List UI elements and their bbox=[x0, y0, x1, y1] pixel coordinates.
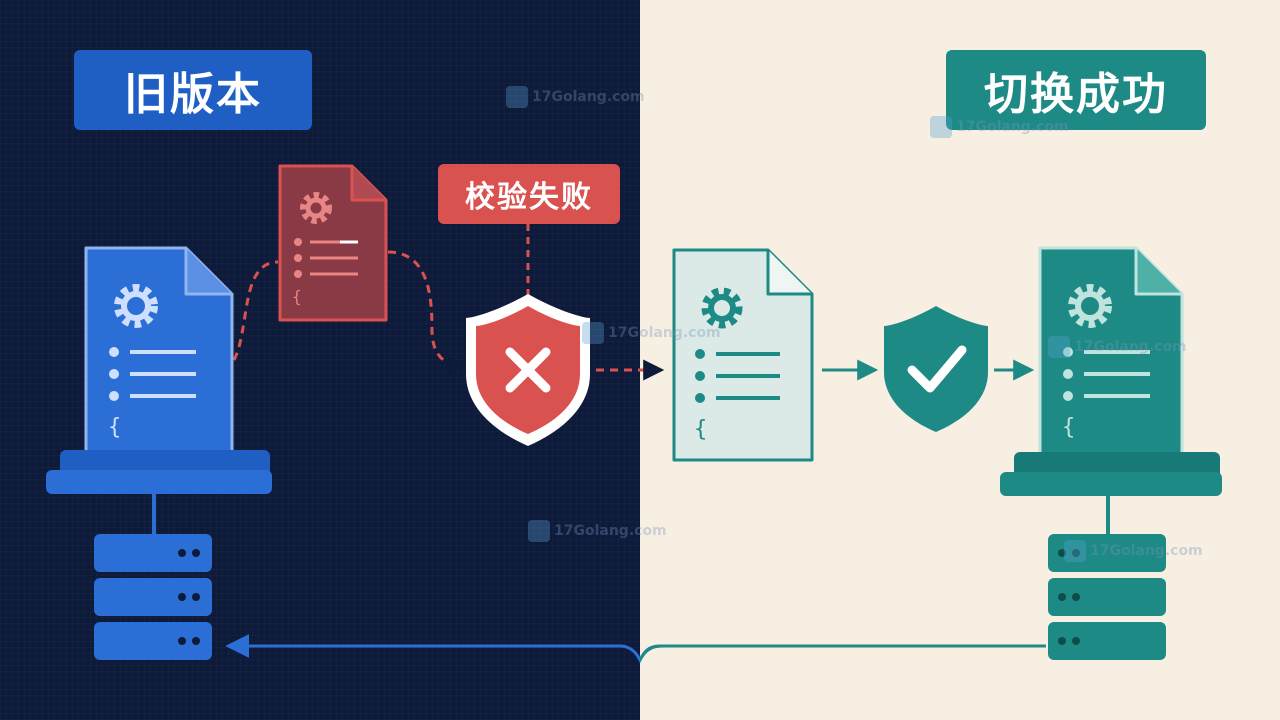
new-config-file-icon: { bbox=[672, 248, 814, 462]
watermark-logo-icon bbox=[506, 86, 528, 108]
watermark: 17Golang.com bbox=[1048, 336, 1187, 358]
gear-icon bbox=[1068, 284, 1112, 328]
success-shield-icon bbox=[884, 306, 988, 432]
watermark-logo-icon bbox=[930, 116, 952, 138]
watermark: 17Golang.com bbox=[528, 520, 667, 542]
gear-icon bbox=[701, 287, 743, 329]
watermark-text: 17Golang.com bbox=[956, 119, 1069, 135]
validation-failed-label: 校验失败 bbox=[438, 164, 620, 224]
failed-config-file-icon: { bbox=[278, 164, 388, 322]
watermark-logo-icon bbox=[1048, 336, 1070, 358]
watermark-logo-icon bbox=[1064, 540, 1086, 562]
gear-icon bbox=[300, 192, 332, 224]
svg-text:{: { bbox=[1062, 415, 1075, 440]
watermark-text: 17Golang.com bbox=[554, 523, 667, 539]
watermark-text: 17Golang.com bbox=[608, 325, 721, 341]
watermark: 17Golang.com bbox=[1064, 540, 1203, 562]
fail-shield-icon bbox=[466, 294, 590, 446]
watermark-text: 17Golang.com bbox=[532, 89, 645, 105]
watermark-logo-icon bbox=[528, 520, 550, 542]
svg-text:{: { bbox=[292, 287, 302, 306]
watermark: 17Golang.com bbox=[930, 116, 1069, 138]
watermark: 17Golang.com bbox=[506, 86, 645, 108]
gear-icon bbox=[114, 284, 158, 328]
watermark: 17Golang.com bbox=[582, 322, 721, 344]
rollback-arrow-teal-segment bbox=[638, 644, 1046, 661]
svg-text:{: { bbox=[108, 415, 121, 440]
watermark-text: 17Golang.com bbox=[1090, 543, 1203, 559]
deployed-config-file-icon: { bbox=[1038, 246, 1184, 462]
switch-success-label: 切换成功 bbox=[946, 50, 1206, 130]
new-server-stack-icon bbox=[1048, 534, 1166, 660]
old-server-stack-icon bbox=[94, 534, 212, 660]
rollback-arrow bbox=[225, 634, 1046, 664]
old-version-label: 旧版本 bbox=[74, 50, 312, 130]
dashed-connector-old-to-failed bbox=[232, 260, 279, 361]
old-config-file-icon: { bbox=[84, 246, 234, 460]
watermark-text: 17Golang.com bbox=[1074, 339, 1187, 355]
new-platform bbox=[1000, 452, 1222, 534]
watermark-logo-icon bbox=[582, 322, 604, 344]
dashed-connector-failed-to-shield bbox=[387, 250, 467, 377]
svg-text:{: { bbox=[694, 417, 707, 442]
old-platform bbox=[46, 450, 272, 534]
